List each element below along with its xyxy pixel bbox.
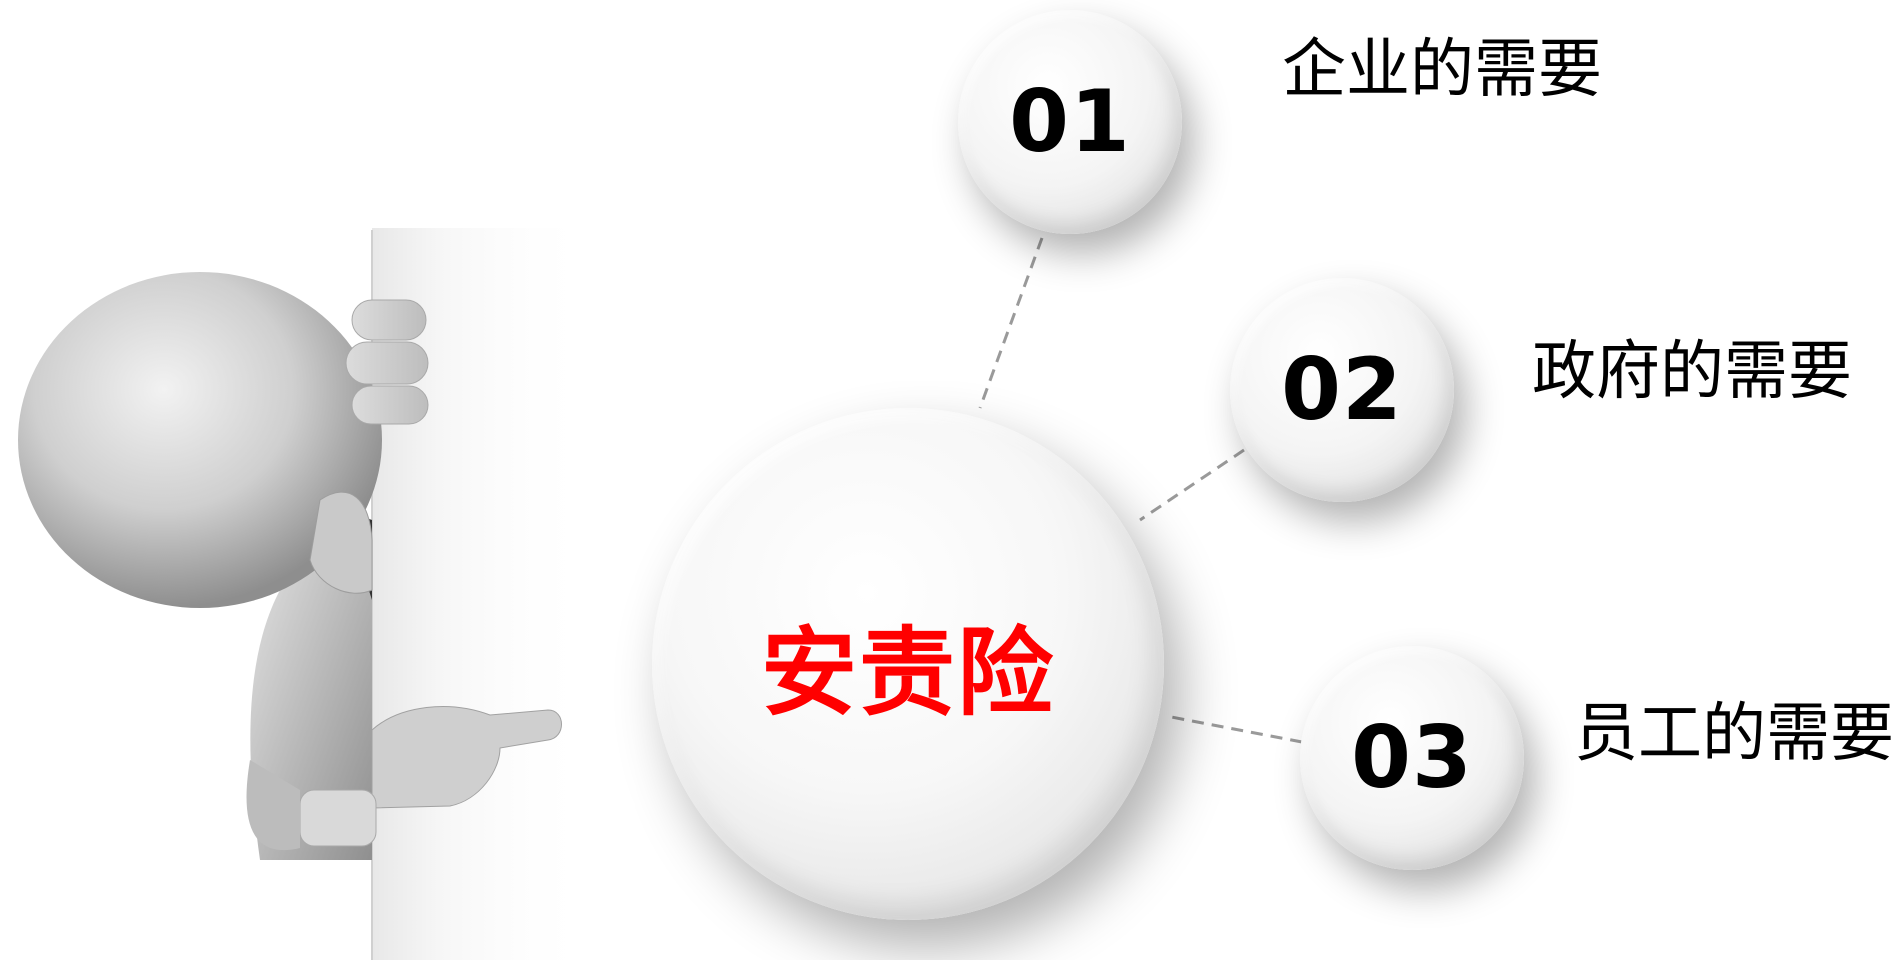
- peeking-figure-icon: [18, 228, 592, 960]
- item-number-2: 02: [1281, 340, 1403, 440]
- item-label-2: 政府的需要: [1532, 335, 1852, 409]
- connector-line-3: [1165, 714, 1303, 744]
- item-circle-1: 01: [958, 10, 1182, 234]
- item-number-3: 03: [1351, 708, 1473, 808]
- item-number-1: 01: [1009, 72, 1131, 172]
- item-label-1: 企业的需要: [1282, 33, 1602, 107]
- connector-line-2: [1139, 448, 1245, 522]
- item-circle-3: 03: [1300, 646, 1524, 870]
- item-label-3: 员工的需要: [1574, 697, 1894, 771]
- connector-line-1: [978, 237, 1044, 409]
- center-label: 安责险: [761, 616, 1055, 729]
- item-circle-2: 02: [1230, 278, 1454, 502]
- center-circle: 安责险: [652, 408, 1164, 920]
